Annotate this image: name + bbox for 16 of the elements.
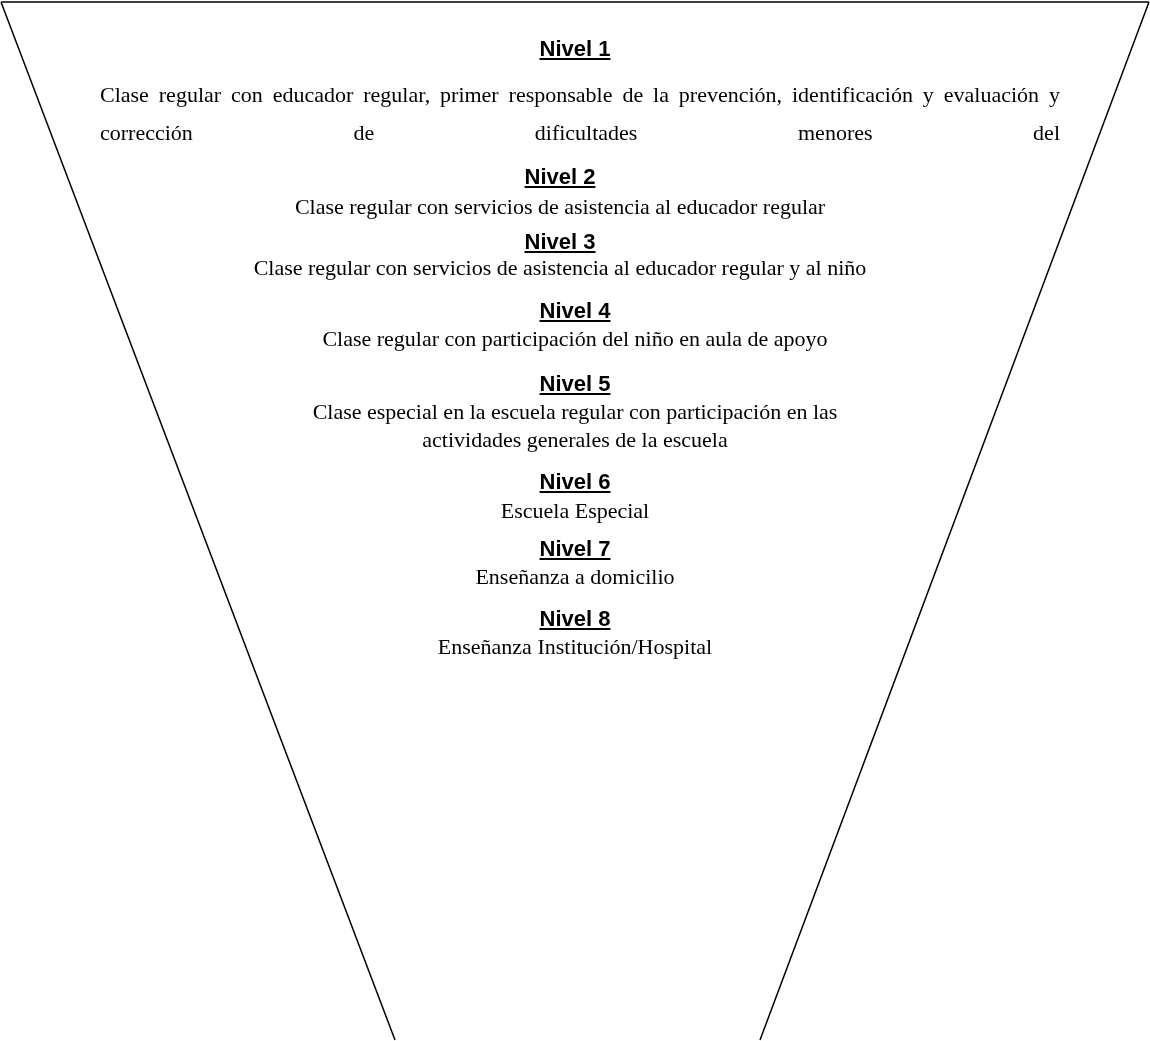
- level-heading: Nivel 5: [539, 371, 611, 397]
- level-heading: Nivel 6: [539, 469, 611, 495]
- level-heading: Nivel 2: [524, 164, 596, 190]
- level-description: Clase regular con servicios de asistencia al educador regular: [293, 194, 827, 220]
- level-description: Enseñanza a domicilio: [474, 564, 676, 590]
- level-description: Clase regular con educador regular, primer responsable de la prevención, identificación y evaluación y corrección de dificultades menores del: [100, 81, 1060, 147]
- level-heading: Nivel 8: [539, 606, 611, 632]
- level-heading: Nivel 4: [539, 298, 611, 324]
- level-heading: Nivel 1: [539, 36, 611, 62]
- level-description: Clase regular con servicios de asistencia al educador regular y al niño: [252, 256, 868, 280]
- level-description: Escuela Especial: [499, 498, 651, 524]
- level-description: Clase especial en la escuela regular con participación en las actividades generales de la escuela: [311, 398, 839, 454]
- level-description: Clase regular con participación del niño en aula de apoyo: [321, 326, 829, 352]
- level-heading: Nivel 3: [524, 229, 596, 255]
- level-description: Enseñanza Institución/Hospital: [436, 634, 714, 660]
- level-heading: Nivel 7: [539, 536, 611, 562]
